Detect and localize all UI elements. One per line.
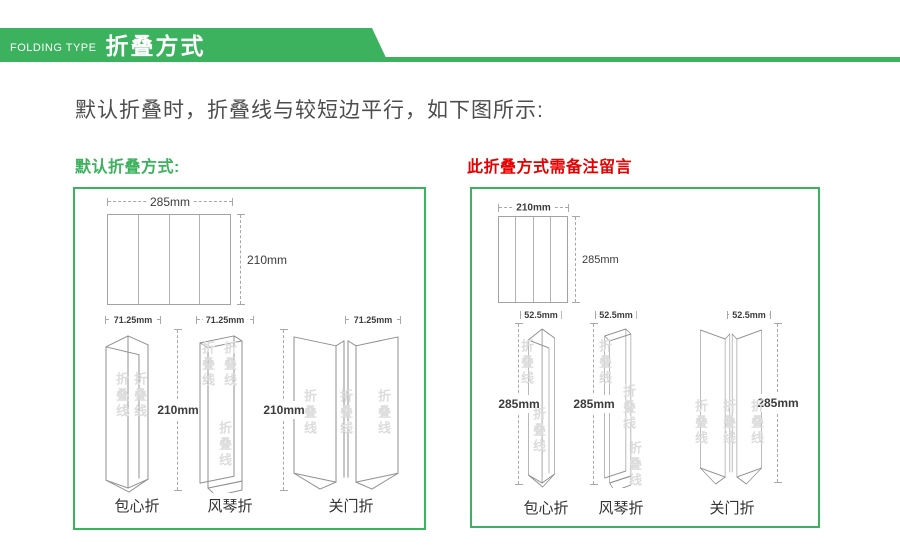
accordion-fold-diagram xyxy=(604,328,632,488)
sheet-width-dimension: 210mm xyxy=(498,202,569,214)
fold-name-label: 关门折 xyxy=(709,500,755,517)
flat-sheet-diagram xyxy=(107,214,231,305)
gate-fold-diagram xyxy=(700,329,762,485)
sheet-panel xyxy=(108,215,139,304)
header-underline xyxy=(0,57,900,62)
fold-line-watermark: 折叠线 xyxy=(338,389,353,437)
sheet-width-label: 285mm xyxy=(146,195,194,209)
fold-height-label: 285mm xyxy=(497,395,541,413)
sheet-panel xyxy=(534,217,551,302)
fold-height-dimension: 210mm xyxy=(262,329,306,491)
dim-dash-line xyxy=(575,217,576,302)
note-required-heading: 此折叠方式需备注留言 xyxy=(467,159,633,176)
fold-line-watermark: 折叠线 xyxy=(200,341,215,389)
sheet-panel xyxy=(139,215,170,304)
fold-line-watermark: 折叠线 xyxy=(519,339,534,387)
header-eyebrow: FOLDING TYPE xyxy=(10,42,97,54)
sheet-height-dimension: 210mm xyxy=(237,214,289,305)
fold-line-watermark: 折叠线 xyxy=(621,384,636,432)
fold-line-watermark: 折叠线 xyxy=(217,421,232,469)
fold-name-label: 关门折 xyxy=(328,498,374,515)
dim-dash-line xyxy=(240,215,241,304)
fold-width-dimension: 71.25mm xyxy=(196,315,254,325)
sheet-height-label: 210mm xyxy=(246,250,289,269)
fold-height-dimension: 210mm xyxy=(156,329,200,491)
sheet-panel xyxy=(499,217,517,302)
fold-width-label: 52.5mm xyxy=(729,310,769,320)
sheet-height-dimension: 285mm xyxy=(572,216,620,303)
sheet-panel xyxy=(551,217,567,302)
fold-line-watermark: 折叠线 xyxy=(302,389,317,437)
flat-sheet-diagram xyxy=(498,216,568,303)
fold-line-watermark: 折叠线 xyxy=(376,389,391,437)
fold-line-watermark: 折叠线 xyxy=(531,407,546,455)
default-folding-panel: 285mm 210mm 71.25mm 71.25mm 71.25mm xyxy=(73,187,426,530)
fold-width-dimension: 52.5mm xyxy=(727,310,771,320)
fold-width-dimension: 52.5mm xyxy=(595,310,637,320)
fold-width-dimension: 71.25mm xyxy=(345,315,401,325)
fold-height-label: 210mm xyxy=(156,401,200,419)
fold-height-dimension: 285mm xyxy=(572,323,616,485)
page-title: 折叠方式 xyxy=(105,33,206,59)
fold-line-watermark: 折叠线 xyxy=(222,341,237,389)
fold-width-label: 52.5mm xyxy=(521,310,561,320)
wrap-fold-diagram xyxy=(528,328,555,488)
fold-name-label: 包心折 xyxy=(523,500,569,517)
sheet-panel xyxy=(516,217,534,302)
fold-line-watermark: 折叠线 xyxy=(627,441,642,489)
sheet-height-label: 285mm xyxy=(581,251,620,268)
fold-line-watermark: 折叠线 xyxy=(114,372,129,420)
fold-height-label: 210mm xyxy=(262,401,306,419)
fold-line-watermark: 折叠线 xyxy=(597,339,612,387)
default-folding-heading: 默认折叠方式: xyxy=(75,159,180,176)
gate-fold-diagram xyxy=(293,336,399,490)
fold-height-label: 285mm xyxy=(756,394,800,412)
fold-line-watermark: 折叠线 xyxy=(749,399,764,447)
header-banner: FOLDING TYPE 折叠方式 xyxy=(0,28,388,62)
accordion-fold-diagram xyxy=(199,335,243,493)
fold-width-dimension: 71.25mm xyxy=(105,315,161,325)
note-required-folding-panel: 210mm 285mm 52.5mm 52.5mm 52.5mm xyxy=(470,187,820,528)
fold-height-dimension: 285mm xyxy=(497,323,541,485)
fold-name-label: 包心折 xyxy=(114,498,160,515)
fold-line-watermark: 折叠线 xyxy=(693,399,708,447)
fold-height-label: 285mm xyxy=(572,395,616,413)
fold-line-watermark: 折叠线 xyxy=(721,399,736,447)
intro-text: 默认折叠时，折叠线与较短边平行，如下图所示: xyxy=(75,99,544,122)
sheet-panel xyxy=(170,215,201,304)
fold-name-label: 风琴折 xyxy=(207,498,253,515)
sheet-width-label: 210mm xyxy=(513,202,554,214)
sheet-panel xyxy=(200,215,230,304)
sheet-width-dimension: 285mm xyxy=(107,195,233,209)
fold-width-label: 71.25mm xyxy=(350,315,396,325)
fold-width-label: 71.25mm xyxy=(202,315,248,325)
fold-width-dimension: 52.5mm xyxy=(520,310,562,320)
fold-line-watermark: 折叠线 xyxy=(132,372,147,420)
fold-width-label: 52.5mm xyxy=(596,310,636,320)
fold-name-label: 风琴折 xyxy=(598,500,644,517)
fold-height-dimension: 285mm xyxy=(756,323,800,483)
wrap-fold-diagram xyxy=(105,335,149,493)
fold-width-label: 71.25mm xyxy=(110,315,156,325)
